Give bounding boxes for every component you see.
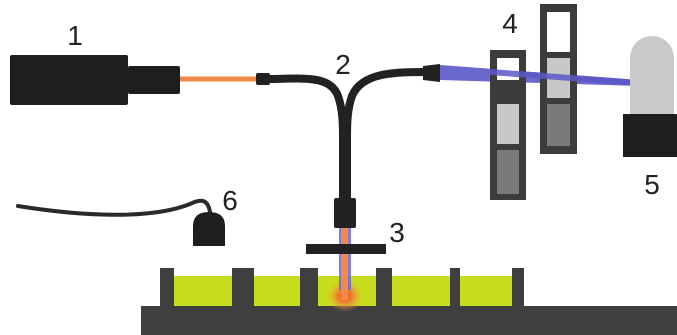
microplate <box>141 268 677 335</box>
temperature-probe-head <box>193 212 225 246</box>
probe-holder <box>306 244 386 254</box>
label-4: 4 <box>502 8 518 39</box>
microplate-base <box>141 306 677 335</box>
bifurcated-fiber <box>256 64 440 228</box>
fiber-output-connector <box>423 64 440 82</box>
temperature-probe <box>16 198 225 246</box>
light-source-body <box>10 55 128 105</box>
probe-excitation-beam <box>341 228 348 300</box>
photodetector-base <box>623 114 677 157</box>
fiber-input-branch <box>264 74 347 144</box>
light-source-nozzle <box>128 66 180 94</box>
microplate-walls <box>160 268 524 308</box>
label-3: 3 <box>389 217 405 248</box>
photodetector <box>623 36 677 157</box>
label-1: 1 <box>67 20 83 51</box>
label-2: 2 <box>335 49 351 80</box>
temperature-probe-cable <box>16 198 212 217</box>
label-6: 6 <box>222 185 238 216</box>
photodetector-window <box>630 36 674 114</box>
fiber-probe-tip <box>334 198 356 228</box>
emission-beam-overlay <box>490 69 640 86</box>
fiber-output-branch <box>343 68 434 144</box>
light-source <box>10 55 180 105</box>
label-5: 5 <box>644 169 660 200</box>
